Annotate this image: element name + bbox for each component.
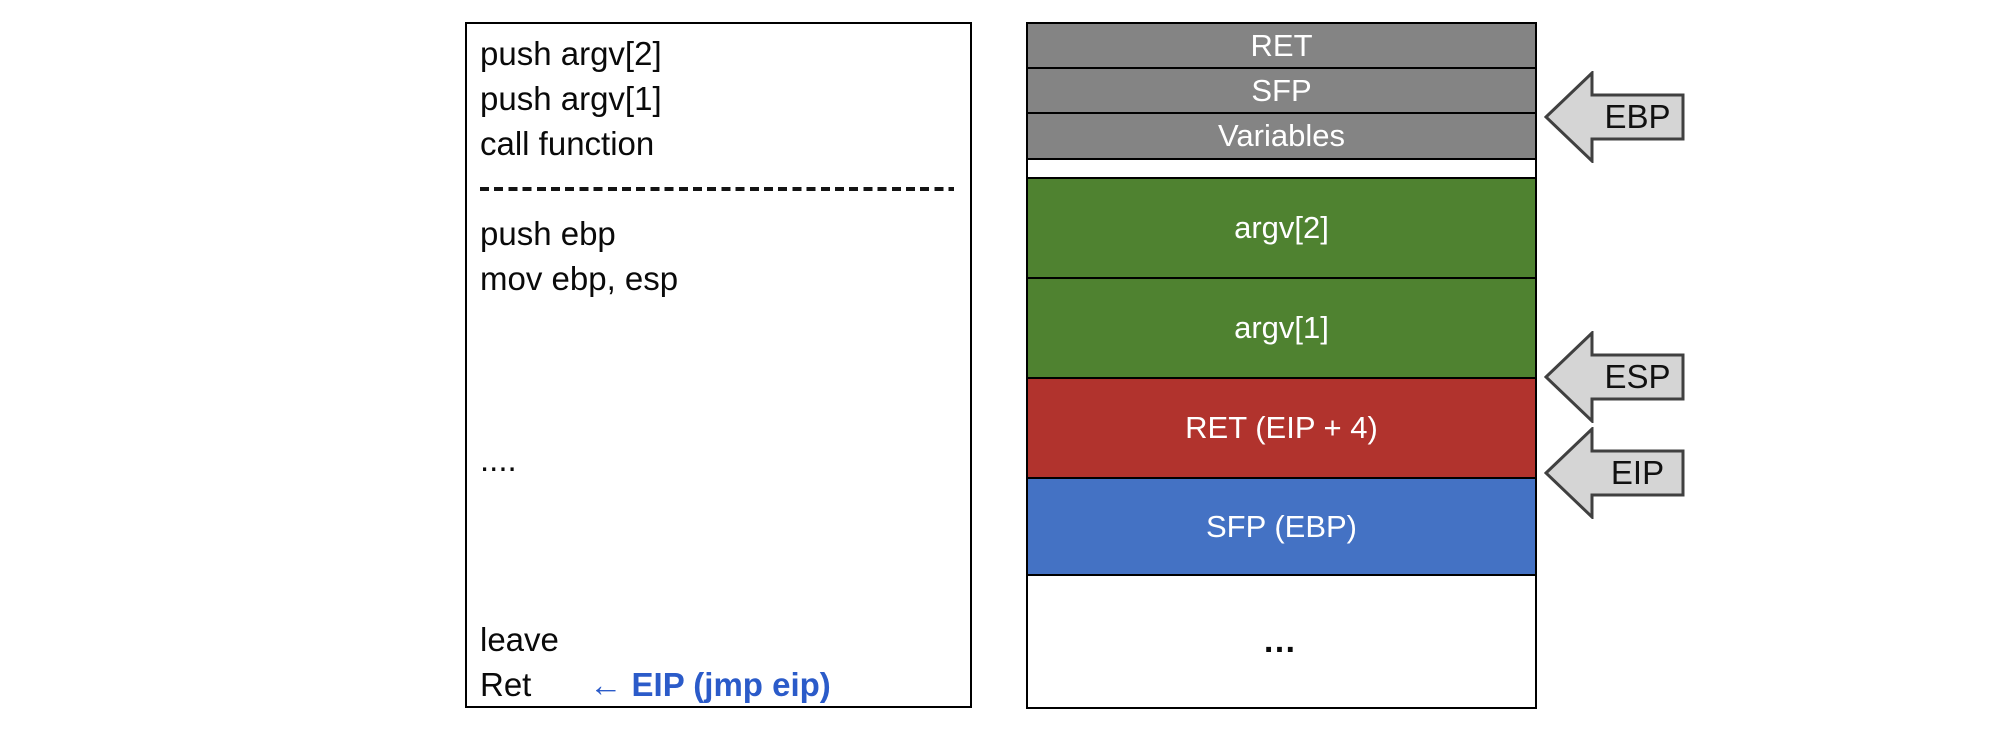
stack-cell-sfp-ebp: SFP (EBP)	[1026, 477, 1537, 576]
code-line: mov ebp, esp	[480, 256, 964, 301]
stack-cell-spacer	[1026, 158, 1537, 179]
dashed-divider-line	[480, 186, 954, 191]
stack-cell-argv2: argv[2]	[1026, 177, 1537, 279]
code-line-blank	[480, 482, 964, 527]
code-line-blank	[480, 572, 964, 617]
stack-layout: RET SFP Variables argv[2] argv[1] RET (E…	[1026, 22, 1537, 709]
code-text: Ret	[480, 666, 532, 704]
ebp-pointer: EBP	[1544, 71, 1685, 163]
ebp-pointer-label: EBP	[1604, 98, 1671, 135]
stack-cell-label: SFP (EBP)	[1205, 508, 1358, 544]
eip-annotation: ← EIP (jmp eip)	[589, 666, 831, 704]
code-line: call function	[480, 121, 964, 166]
code-line-blank	[480, 347, 964, 392]
code-text: push argv[1]	[480, 80, 662, 118]
stack-cell-sfp-caller: SFP	[1026, 67, 1537, 114]
code-text: push argv[2]	[480, 35, 662, 72]
eip-pointer-label: EIP	[1610, 454, 1665, 491]
code-line-blank	[480, 392, 964, 437]
code-line: push argv[1]	[480, 76, 964, 121]
esp-pointer: ESP	[1544, 331, 1685, 423]
code-text: ....	[480, 440, 517, 478]
esp-pointer-label: ESP	[1604, 358, 1671, 395]
code-line: leave	[480, 617, 964, 662]
code-line: push argv[2]	[480, 31, 964, 76]
left-block-arrow-icon	[1544, 71, 1685, 163]
stack-cell-ret-caller: RET	[1026, 22, 1537, 69]
stack-cell-label: …	[1262, 622, 1301, 660]
stack-cell-variables: Variables	[1026, 112, 1537, 160]
code-text: push ebp	[480, 215, 616, 253]
assembly-code-panel: push argv[2] push argv[1] call function …	[465, 22, 972, 708]
code-line-blank	[480, 302, 964, 347]
code-text: mov ebp, esp	[480, 260, 679, 298]
left-block-arrow-icon	[1544, 427, 1685, 519]
stack-cell-ellipsis: …	[1026, 574, 1537, 709]
stack-cell-ret-eip: RET (EIP + 4)	[1026, 377, 1537, 479]
stack-cell-label: RET (EIP + 4)	[1185, 410, 1378, 445]
stack-cell-label: SFP	[1251, 72, 1312, 108]
code-text: call function	[480, 125, 655, 163]
stack-cell-label: RET	[1250, 27, 1313, 63]
stack-cell-label: Variables	[1218, 118, 1345, 153]
stack-cell-label: argv[1]	[1234, 310, 1329, 345]
eip-pointer: EIP	[1544, 427, 1685, 519]
code-line: Ret ← EIP (jmp eip)	[480, 662, 964, 707]
stack-cell-argv1: argv[1]	[1026, 277, 1537, 379]
stack-cell-label: argv[2]	[1234, 210, 1329, 245]
code-line: push ebp	[480, 211, 964, 256]
code-line-blank	[480, 527, 964, 572]
left-block-arrow-icon	[1544, 331, 1685, 423]
code-section-divider	[480, 166, 964, 211]
code-line: ....	[480, 437, 964, 482]
code-text: leave	[480, 621, 559, 659]
